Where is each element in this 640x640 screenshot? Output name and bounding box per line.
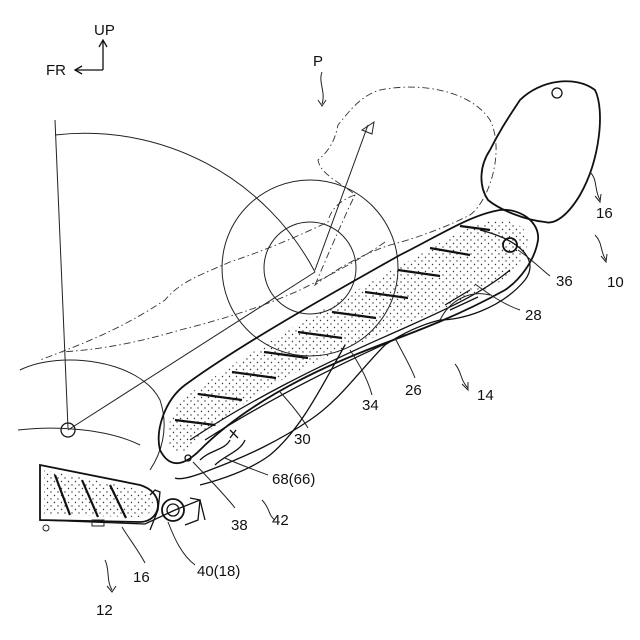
headrest — [481, 81, 600, 222]
recliner-inner — [167, 504, 179, 516]
recliner-outer — [162, 499, 184, 521]
label-headrest: 16 — [596, 205, 613, 222]
seatback-padding — [167, 220, 528, 452]
direction-indicator: UP FR — [46, 22, 115, 79]
label-frame-side: 26 — [405, 382, 422, 399]
lower-springs — [200, 430, 245, 465]
label-pad-frame: 28 — [525, 307, 542, 324]
label-recliner: 40(18) — [197, 563, 240, 580]
label-member: 30 — [294, 431, 311, 448]
label-cushion-cover: 16 — [133, 569, 150, 586]
arrow-seat — [601, 254, 607, 262]
up-label: UP — [94, 22, 115, 39]
thigh-arc — [18, 428, 140, 445]
label-bolt: 38 — [231, 517, 248, 534]
label-panel: 34 — [362, 397, 379, 414]
label-seat: 10 — [607, 274, 624, 291]
front-label: FR — [46, 62, 66, 79]
eye-line — [315, 125, 368, 270]
occupant-outline — [40, 87, 496, 360]
vertical-reference — [55, 120, 68, 428]
label-lower-link: 68(66) — [272, 471, 315, 488]
label-cushion: 12 — [96, 602, 113, 619]
cushion-rivet — [43, 525, 49, 531]
headrest-hole — [552, 88, 562, 98]
label-bracket: 42 — [272, 512, 289, 529]
label-seatback: 14 — [477, 387, 494, 404]
sweep-arc — [55, 133, 315, 272]
eye-marker — [362, 122, 374, 134]
arrow-seatback — [462, 382, 468, 390]
label-pivot-upper: 36 — [556, 273, 573, 290]
label-occupant: P — [313, 53, 323, 70]
